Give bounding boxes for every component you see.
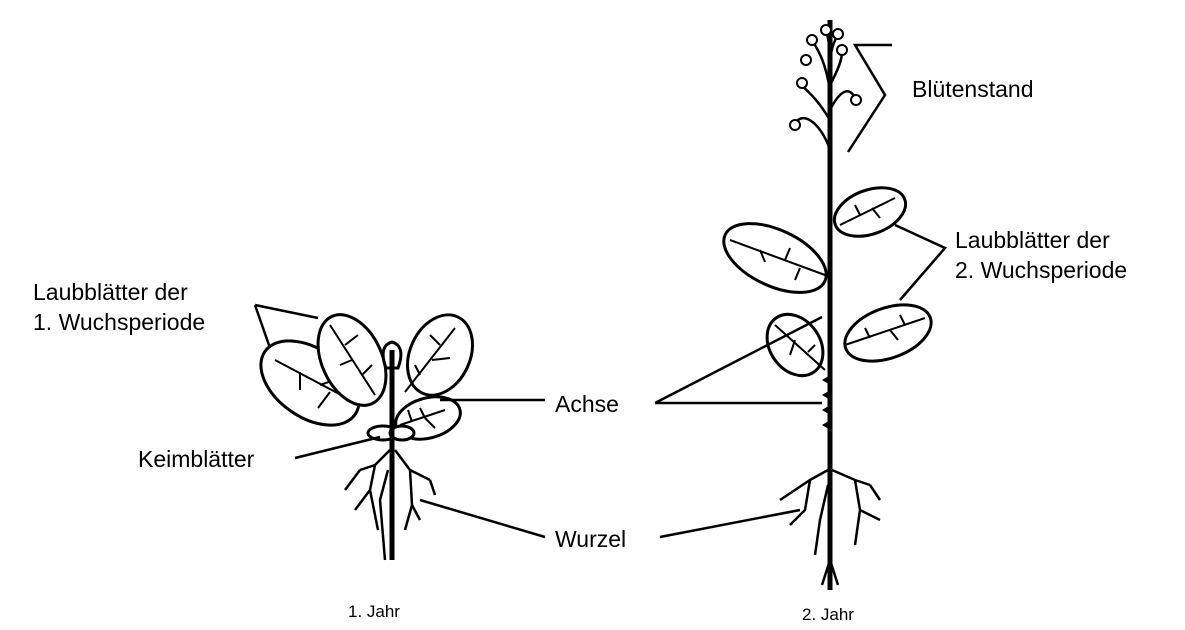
label-laub2-line1: Laubblätter der xyxy=(955,227,1110,253)
plant-year-2 xyxy=(722,20,933,590)
label-keimblaetter: Keimblätter xyxy=(138,446,255,472)
leader-lines xyxy=(253,43,948,539)
roots-year-2 xyxy=(779,468,882,586)
label-laub1-line2: 1. Wuchsperiode xyxy=(33,309,205,335)
label-wurzel: Wurzel xyxy=(555,526,626,552)
label-laub1-line1: Laubblätter der xyxy=(33,279,188,305)
label-year-2: 2. Jahr xyxy=(802,605,854,624)
label-bluetenstand: Blütenstand xyxy=(912,76,1033,102)
label-year-1: 1. Jahr xyxy=(348,602,400,621)
leaves-second-period xyxy=(722,186,933,431)
plant-year-1 xyxy=(259,313,474,561)
leaves-first-period xyxy=(259,313,474,441)
inflorescence xyxy=(789,24,862,151)
label-laub2-line2: 2. Wuchsperiode xyxy=(955,257,1127,283)
label-achse: Achse xyxy=(555,391,619,417)
roots-year-1 xyxy=(344,449,437,561)
